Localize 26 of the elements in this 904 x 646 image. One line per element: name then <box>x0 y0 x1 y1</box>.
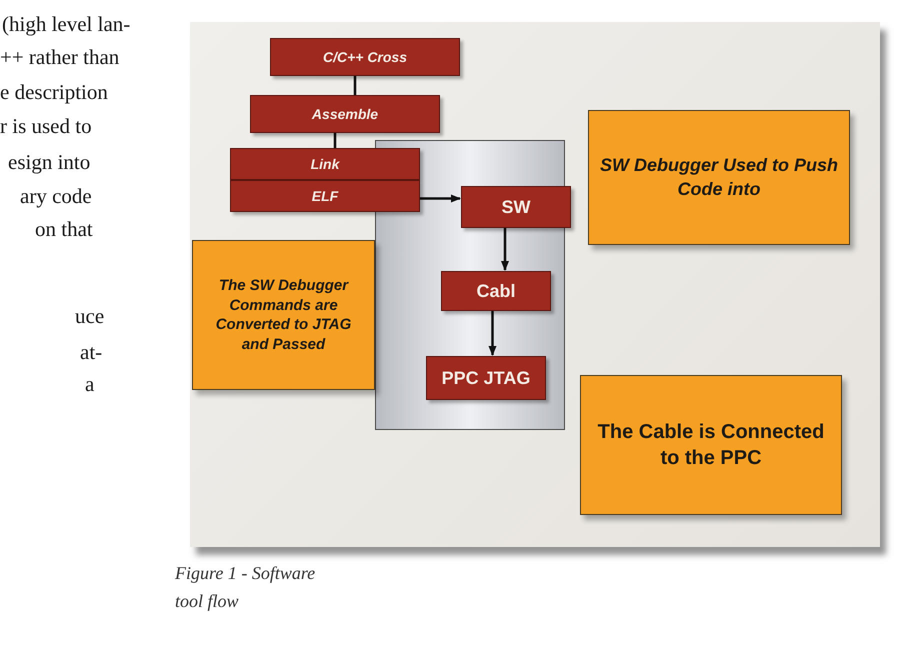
process-box: Link <box>230 148 420 180</box>
note-box: The SW Debugger Commands are Converted to JTAG and Passed <box>192 240 375 390</box>
text-fragment: a <box>85 372 94 397</box>
arrow <box>420 194 461 202</box>
note-box: SW Debugger Used to Push Code into <box>588 110 850 245</box>
connector-line <box>334 133 336 148</box>
arrow <box>488 310 496 356</box>
connector-line <box>354 76 356 95</box>
process-box: PPC JTAG <box>426 356 546 400</box>
process-box: Cabl <box>441 271 551 311</box>
process-box: Assemble <box>250 95 440 133</box>
arrow <box>501 227 509 271</box>
figure-caption: Figure 1 - Software tool flow <box>175 562 316 613</box>
text-fragment: ++ rather than <box>0 45 120 70</box>
text-fragment: e description <box>0 80 108 105</box>
text-fragment: at- <box>80 340 102 365</box>
text-fragment: on that <box>35 217 93 242</box>
text-fragment: ary code <box>20 184 92 209</box>
process-box: ELF <box>230 180 420 212</box>
process-box: SW <box>461 186 571 228</box>
text-fragment: esign into <box>8 150 90 175</box>
note-box: The Cable is Connected to the PPC <box>580 375 842 515</box>
text-fragment: uce <box>75 304 104 329</box>
text-fragment: (high level lan- <box>2 12 130 37</box>
text-fragment: r is used to <box>0 114 92 139</box>
process-box: C/C++ Cross <box>270 38 460 76</box>
